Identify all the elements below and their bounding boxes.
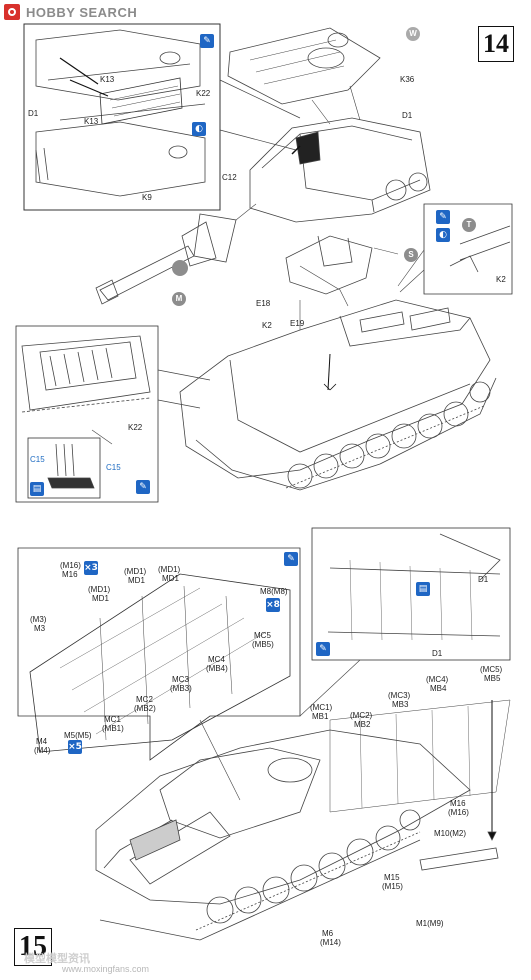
part-label: MC5: [254, 631, 271, 640]
part-label: E18: [256, 299, 271, 308]
part-label: MD1: [128, 576, 145, 585]
watermark-text: 模型模型资讯: [24, 953, 90, 965]
multiply-x8-icon: ×8: [266, 598, 280, 612]
glue-icon: ✎: [316, 642, 330, 656]
part-label: (M16): [448, 808, 469, 817]
part-label: (MD1): [158, 565, 181, 574]
part-label: (MC5): [480, 665, 503, 674]
glue-icon: ✎: [200, 34, 214, 48]
part-label: MD1: [92, 594, 109, 603]
brand-name: HOBBY SEARCH: [26, 4, 138, 20]
paint-icon: ◐: [192, 122, 206, 136]
part-label: MB1: [312, 712, 329, 721]
part-label: (M16): [60, 561, 81, 570]
part-label: (MB5): [252, 640, 274, 649]
marker-w-icon: W: [406, 27, 420, 41]
watermark-url: www.moxingfans.com: [62, 964, 150, 974]
part-label: C15: [106, 463, 121, 472]
multiply-x5-icon: ×5: [68, 740, 82, 754]
part-label: M16: [62, 570, 78, 579]
part-label: K36: [400, 75, 415, 84]
marker-t-icon: T: [462, 218, 476, 232]
multiply-x3-icon: ×3: [84, 561, 98, 575]
part-label: (M14): [320, 938, 341, 947]
part-label: M10(M2): [434, 829, 467, 838]
part-label: MB2: [354, 720, 371, 729]
part-label: D1: [28, 109, 39, 118]
part-label: K2: [496, 275, 506, 284]
marker-s-icon: S: [404, 248, 418, 262]
part-label: C15: [30, 455, 45, 464]
part-label: MC1: [104, 715, 121, 724]
part-label: K22: [128, 423, 143, 432]
part-label: MB5: [484, 674, 501, 683]
part-label: (MB1): [102, 724, 124, 733]
inset-box-interior: [23, 23, 221, 211]
stripe-pattern-icon: ▤: [30, 482, 44, 496]
part-label: C12: [222, 173, 237, 182]
brand-logo-icon: [4, 4, 20, 20]
part-label: MB4: [430, 684, 447, 693]
glue-icon: ✎: [436, 210, 450, 224]
part-label: K2: [262, 321, 272, 330]
glue-icon: ✎: [284, 552, 298, 566]
part-label: M3: [34, 624, 46, 633]
part-label: (MD1): [124, 567, 147, 576]
part-label: M5(M5): [64, 731, 92, 740]
part-label: MC4: [208, 655, 225, 664]
part-label: M8(M8): [260, 587, 288, 596]
marker-m-icon: M: [172, 292, 186, 306]
part-label: (MC1): [310, 703, 333, 712]
part-label: K13: [100, 75, 115, 84]
part-label: E19: [290, 319, 305, 328]
part-label: (MB2): [134, 704, 156, 713]
part-label: MB3: [392, 700, 409, 709]
part-label: (MC2): [350, 711, 373, 720]
part-label: M4: [36, 737, 48, 746]
step-number-15: 15: [14, 928, 52, 966]
part-label: (MB3): [170, 684, 192, 693]
part-label: (M4): [34, 746, 51, 755]
stripe-pattern-icon: ▤: [416, 582, 430, 596]
part-label: M15: [384, 873, 400, 882]
paint-icon: ◐: [436, 228, 450, 242]
part-label: MC3: [172, 675, 189, 684]
site-brand: HOBBY SEARCH: [4, 4, 137, 20]
part-label: (MD1): [88, 585, 111, 594]
part-label: D1: [432, 649, 443, 658]
part-label: M1(M9): [416, 919, 444, 928]
part-label: (MB4): [206, 664, 228, 673]
part-label: K9: [142, 193, 152, 202]
step-number-14: 14: [478, 26, 514, 62]
part-label: M16: [450, 799, 466, 808]
part-label: (MC4): [426, 675, 449, 684]
part-label: D1: [402, 111, 413, 120]
part-label: (M15): [382, 882, 403, 891]
part-label: M6: [322, 929, 334, 938]
part-label: MC2: [136, 695, 153, 704]
part-label: K13: [84, 117, 99, 126]
part-label: K22: [196, 89, 211, 98]
glue-icon: ✎: [136, 480, 150, 494]
part-label: D1: [478, 575, 489, 584]
part-label: MD1: [162, 574, 179, 583]
part-label: (M3): [30, 615, 47, 624]
part-label: (MC3): [388, 691, 411, 700]
